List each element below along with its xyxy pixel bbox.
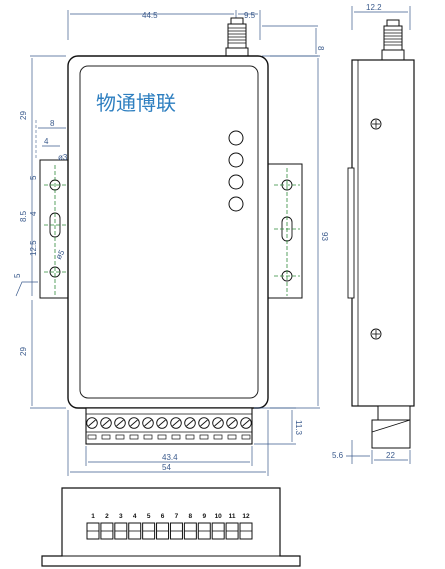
terminal-pin-label: 8 <box>189 513 193 520</box>
dim-left-upper: 29 <box>19 111 28 120</box>
terminal-screw-slot <box>242 419 250 427</box>
terminal-screw-slot <box>144 419 152 427</box>
terminal-pin-label: 5 <box>147 513 151 520</box>
terminal-pin-label: 12 <box>242 513 250 520</box>
terminal-clamp <box>129 434 139 440</box>
terminal-pin-label: 6 <box>161 513 165 520</box>
brand-label: 物通博联 <box>96 91 176 115</box>
terminal-pin-label: 10 <box>215 513 223 520</box>
terminal-screw-slot <box>228 419 236 427</box>
indicator-leds <box>228 130 244 212</box>
dim-antenna-height: 8 <box>316 46 325 51</box>
terminal-pin-label: 3 <box>119 513 123 520</box>
terminal-screw-slot <box>158 419 166 427</box>
terminal-pin-label: 4 <box>133 513 137 520</box>
side-view: 12.2 <box>332 3 415 464</box>
terminal-clamp <box>241 434 251 440</box>
terminal-clamp <box>143 434 153 440</box>
terminal-block-front <box>85 407 253 445</box>
terminal-clamp <box>101 434 111 440</box>
mount-ear-left <box>39 159 71 299</box>
terminal-pin-label: 7 <box>175 513 179 520</box>
terminal-clamp <box>115 434 125 440</box>
terminal-screw-slot <box>102 419 110 427</box>
terminal-clamp <box>213 434 223 440</box>
side-terminal-block <box>371 405 411 449</box>
led-indicator <box>228 174 244 190</box>
antenna-connector <box>225 17 249 59</box>
side-housing <box>351 59 415 407</box>
dim-left-lower: 29 <box>19 347 28 356</box>
terminal-clamp <box>157 434 167 440</box>
dim-hole-phi3: ø3 <box>58 153 68 162</box>
front-view: 44.5 9.5 8 <box>13 10 329 476</box>
dim-terminal-height: 11.3 <box>294 420 303 436</box>
screw-icon <box>370 328 382 340</box>
terminal-screw-slot <box>88 419 96 427</box>
led-indicator <box>228 152 244 168</box>
dim-side-bottom-left: 5.6 <box>332 451 344 460</box>
terminal-clamp <box>199 434 209 440</box>
terminal-screw-slot <box>116 419 124 427</box>
dim-side-width-top: 12.2 <box>366 3 382 12</box>
terminal-screw-slot <box>172 419 180 427</box>
terminal-screw-slot <box>214 419 222 427</box>
terminal-clamp <box>171 434 181 440</box>
screw-icon <box>370 118 382 130</box>
dim-ear-8: 8 <box>50 119 55 128</box>
dim-ear-5b: 5 <box>13 273 22 278</box>
dim-total-height: 93 <box>320 232 329 241</box>
dim-antenna-offset: 9.5 <box>244 11 256 20</box>
dim-bottom-inner: 43.4 <box>162 453 178 462</box>
terminal-pin-label: 1 <box>91 513 95 520</box>
led-indicator <box>228 196 244 212</box>
terminal-pin-label: 11 <box>229 513 236 520</box>
terminal-screw-slot <box>130 419 138 427</box>
terminal-pin-label: 9 <box>202 513 206 520</box>
dim-ear-12-5: 12.5 <box>29 240 38 256</box>
terminal-screw-slot <box>200 419 208 427</box>
dim-ear-8-5: 8.5 <box>19 210 28 222</box>
dim-side-bottom-width: 22 <box>386 451 395 460</box>
terminal-pin-label: 2 <box>105 513 109 520</box>
dim-ear-4: 4 <box>44 137 49 146</box>
terminal-screw-slot <box>186 419 194 427</box>
dim-top-width: 44.5 <box>142 11 158 20</box>
mount-ear-right <box>267 163 303 299</box>
dim-ear-5: 5 <box>29 175 38 180</box>
led-indicator <box>228 130 244 146</box>
dim-ear-4b: 4 <box>29 211 38 216</box>
terminal-clamp <box>185 434 195 440</box>
terminal-pin-sockets <box>86 522 253 540</box>
terminal-clamp <box>87 434 97 440</box>
dim-bottom-outer: 54 <box>162 463 171 472</box>
side-antenna-connector <box>381 19 405 61</box>
terminal-clamp <box>227 434 237 440</box>
